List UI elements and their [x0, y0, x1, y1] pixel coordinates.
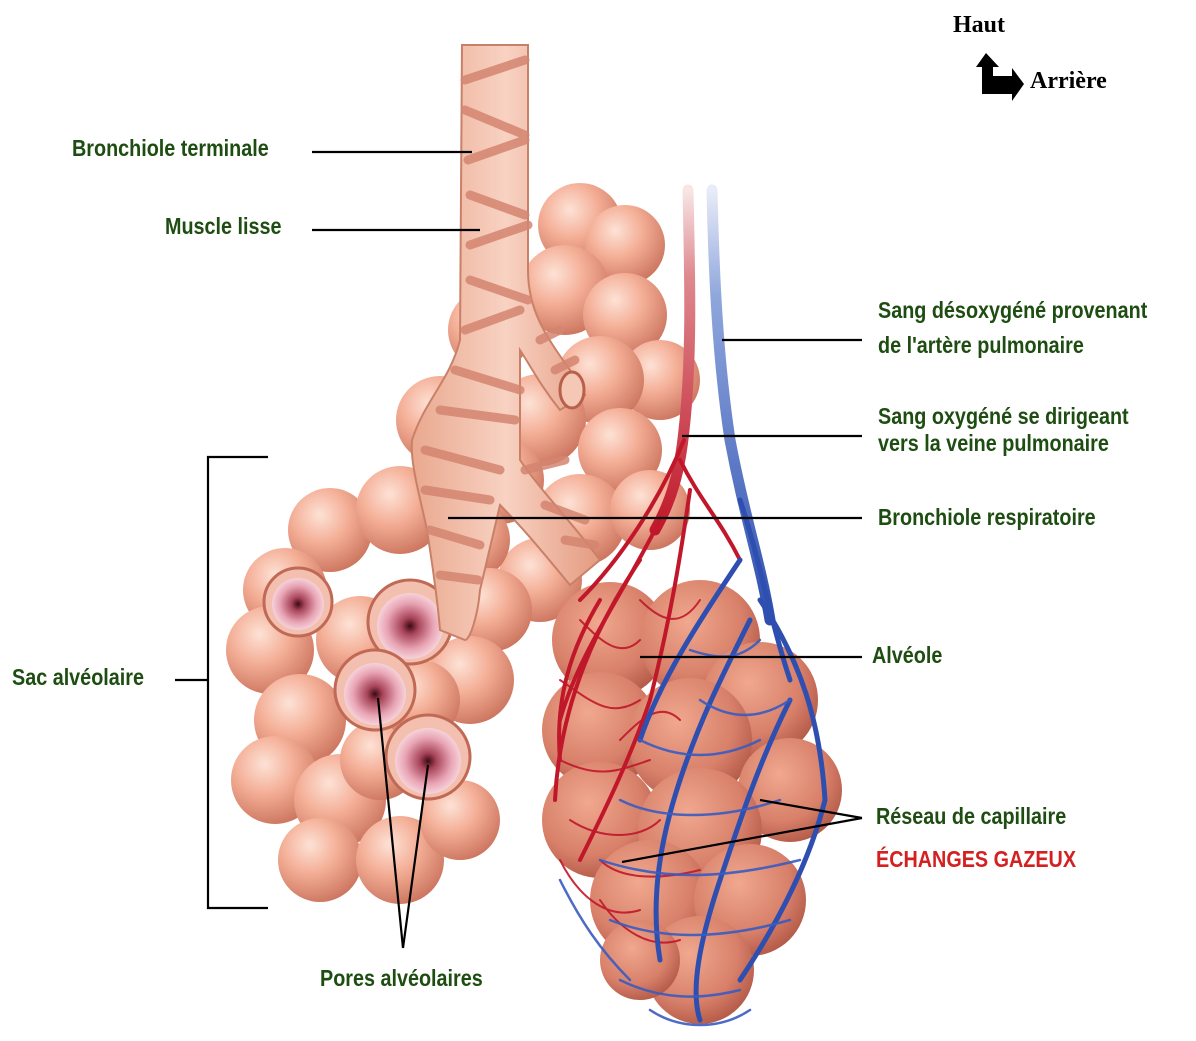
label-alveole: Alvéole: [872, 643, 942, 667]
label-reseau-capillaire: Réseau de capillaire: [876, 804, 1066, 828]
orientation-back-label: Arrière: [1030, 68, 1107, 95]
label-pores-alveolaires: Pores alvéolaires: [320, 966, 483, 990]
label-sang-desoxygene-line2: de l'artère pulmonaire: [878, 333, 1084, 357]
label-echanges-gazeux: ÉCHANGES GAZEUX: [876, 847, 1076, 871]
orientation-up-label: Haut: [953, 12, 1005, 39]
pore-opening: [264, 568, 332, 636]
label-sac-alveolaire: Sac alvéolaire: [12, 665, 144, 689]
capillary-alveolar-bunch: [542, 580, 842, 1024]
label-sang-desoxygene-line1: Sang désoxygéné provenant: [878, 298, 1147, 322]
label-sang-oxygene-line2: vers la veine pulmonaire: [878, 431, 1109, 455]
pore-opening: [386, 715, 470, 799]
label-bronchiole-terminale: Bronchiole terminale: [72, 136, 269, 160]
label-sang-oxygene-line1: Sang oxygéné se dirigeant: [878, 404, 1129, 428]
corner-arrow-icon: [976, 53, 1024, 101]
pore-opening: [335, 650, 415, 730]
label-muscle-lisse: Muscle lisse: [165, 214, 282, 238]
label-bronchiole-respiratoire: Bronchiole respiratoire: [878, 505, 1096, 529]
